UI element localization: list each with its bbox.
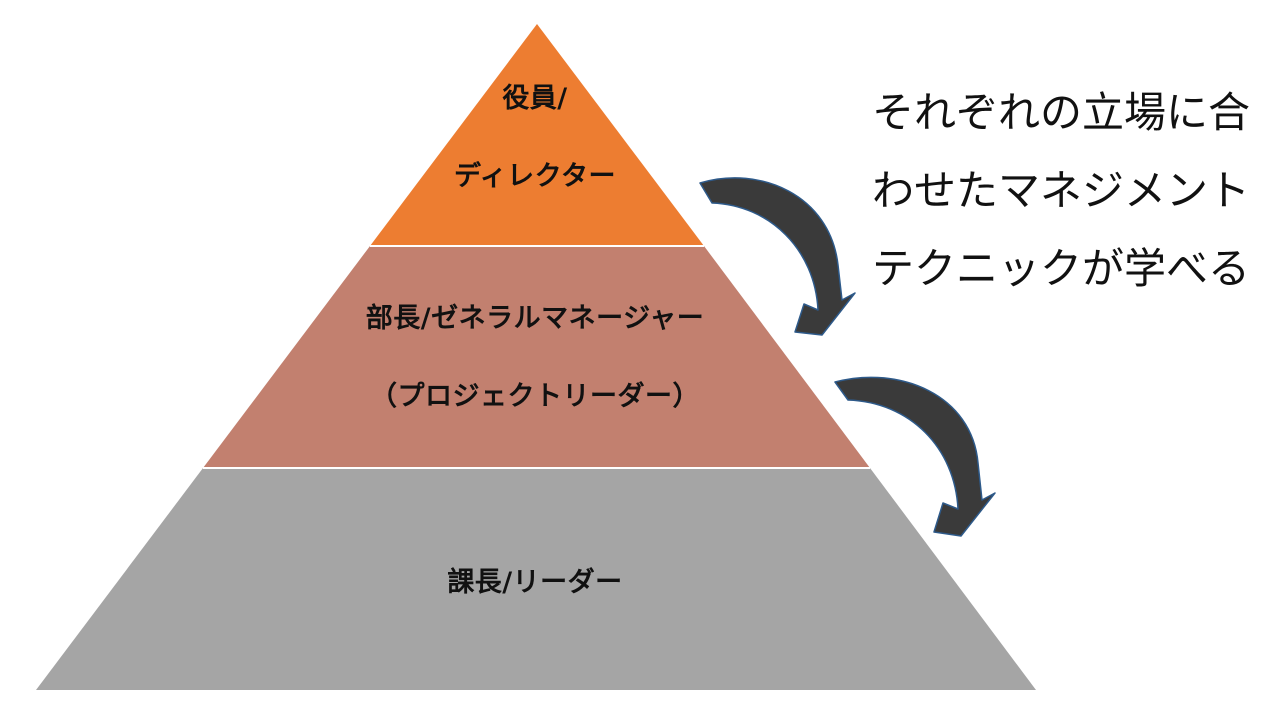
curved-arrow-icon bbox=[834, 376, 996, 537]
tagline: それぞれの立場に合 わせたマネジメント テクニックが学べる bbox=[872, 74, 1272, 308]
tier-middle-label-line1: 部長/ゼネラルマネージャー bbox=[365, 303, 705, 334]
tier-top-label-line1: 役員/ bbox=[502, 83, 568, 114]
tagline-line-1: それぞれの立場に合 bbox=[872, 88, 1251, 137]
tier-middle-label-line2: （プロジェクトリーダー） bbox=[370, 381, 700, 412]
tier-middle-shape bbox=[203, 246, 870, 468]
tier-bottom-shape bbox=[36, 468, 1036, 690]
tier-top-shape bbox=[370, 24, 704, 246]
tier-top-label-line2: ディレクター bbox=[453, 161, 617, 192]
tagline-line-2: わせたマネジメント bbox=[872, 166, 1251, 215]
tagline-line-3: テクニックが学べる bbox=[872, 244, 1251, 293]
curved-arrow-icon bbox=[699, 177, 856, 336]
tier-bottom-label: 課長/リーダー bbox=[447, 567, 623, 598]
